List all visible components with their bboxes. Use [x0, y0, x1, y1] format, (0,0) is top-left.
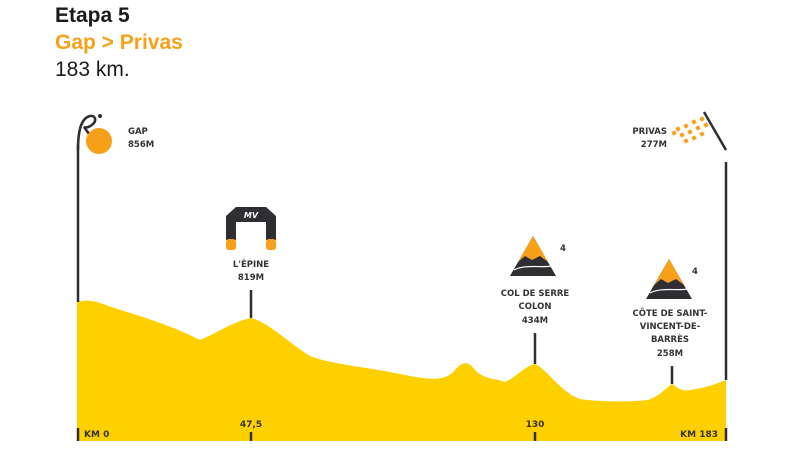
- climb2-altitude: 258M: [657, 349, 683, 359]
- sprint-altitude: 819M: [238, 273, 264, 283]
- elevation-profile-area: [77, 300, 726, 441]
- sprint-badge: MV: [244, 211, 259, 220]
- checkered-flag-icon: [671, 116, 709, 144]
- tick-label-km47: 47,5: [240, 420, 262, 430]
- finish-name: PRIVAS: [632, 127, 667, 137]
- finish-flag-pole: [702, 111, 728, 151]
- sprint-name: L'ÉPINE: [233, 258, 269, 270]
- start-altitude: 856M: [128, 140, 154, 150]
- stage-distance: 183 km.: [55, 58, 130, 81]
- mountain-climb-icon: [646, 259, 692, 299]
- tick-label-km130: 130: [526, 420, 545, 430]
- tick-label-km0: KM 0: [84, 430, 109, 440]
- stage-title: Etapa 5: [55, 4, 130, 27]
- climb1-name-line2: COLON: [519, 302, 552, 312]
- climb1-name-line1: COL DE SERRE: [501, 289, 570, 299]
- climb2-name-line3: BARRÈS: [651, 333, 689, 345]
- climb1-category: 4: [560, 244, 566, 254]
- finish-altitude: 277M: [641, 140, 667, 150]
- mountain-climb-icon: [510, 236, 556, 276]
- start-name: GAP: [128, 127, 148, 137]
- climb1-altitude: 434M: [522, 316, 548, 326]
- tick-label-km183: KM 183: [680, 430, 718, 440]
- stage-route: Gap > Privas: [55, 31, 183, 54]
- start-icon: [76, 114, 112, 154]
- climb2-name-line1: CÔTE DE SAINT-: [633, 307, 708, 319]
- stage-header: Etapa 5 Gap > Privas 183 km.: [55, 2, 183, 84]
- climb2-category: 4: [692, 267, 698, 277]
- climb2-name-line2: VINCENT-DE-: [640, 322, 701, 332]
- sprint-arch-icon: MV: [226, 207, 276, 250]
